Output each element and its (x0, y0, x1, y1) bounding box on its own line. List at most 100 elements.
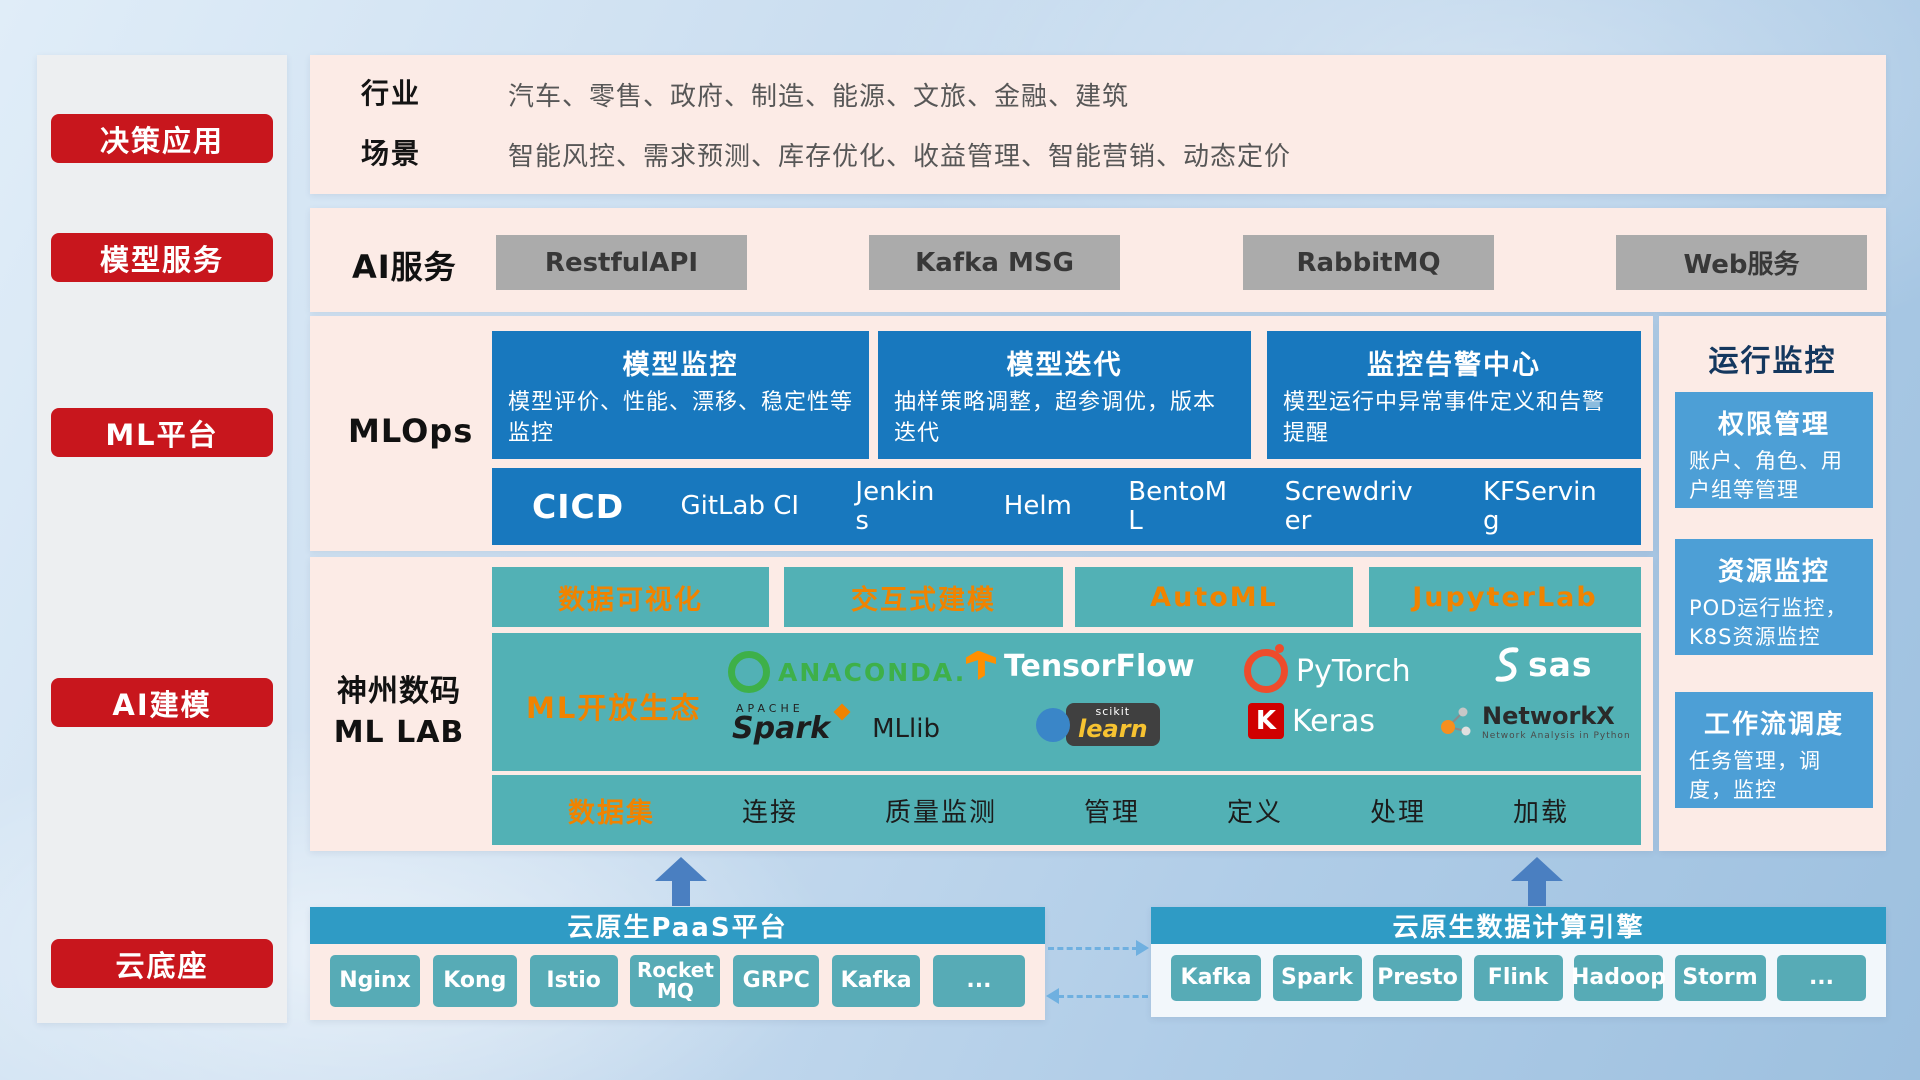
spark-button[interactable]: Spark (1272, 955, 1362, 1001)
keras-k-icon: K (1248, 703, 1284, 739)
data-visualization-button[interactable]: 数据可视化 (492, 567, 769, 627)
presto-button[interactable]: Presto (1373, 955, 1462, 1001)
grpc-button[interactable]: GRPC (733, 955, 820, 1007)
up-arrow-right-icon (1511, 857, 1563, 906)
dashed-arrow-right-head-icon (1136, 940, 1149, 956)
permission-card: 权限管理 账户、角色、用户组等管理 (1675, 392, 1873, 508)
networkx-tagline: Network Analysis in Python (1482, 730, 1631, 741)
restfulapi-button[interactable]: RestfulAPI (496, 235, 747, 290)
spark-label: Spark (732, 711, 831, 746)
paas-bar: 云原生PaaS平台 (310, 907, 1045, 944)
card-title: 模型迭代 (1006, 350, 1123, 381)
networkx-wordmark: NetworkX Network Analysis in Python (1482, 702, 1631, 741)
card-title: 工作流调度 (1703, 710, 1844, 740)
paas-more-button[interactable]: ... (932, 955, 1025, 1007)
sidebar-item-ai-modeling[interactable]: AI建模 (51, 678, 273, 727)
sas-wordmark: sas (1528, 645, 1593, 684)
scikit-dot-icon (1036, 707, 1070, 742)
tensorflow-icon (966, 650, 996, 680)
model-monitor-card: 模型监控 模型评价、性能、漂移、稳定性等监控 (492, 331, 869, 459)
card-desc: 模型运行中异常事件定义和告警提醒 (1283, 390, 1606, 446)
learn-label: learn (1078, 715, 1148, 743)
card-desc: POD运行监控，K8S资源监控 (1689, 596, 1848, 650)
ml-ecosystem-box: ML开放生态 ANACONDA. TensorFlow PyTorch sas … (492, 633, 1641, 771)
storm-button[interactable]: Storm (1674, 955, 1766, 1001)
card-title: 监控告警中心 (1367, 350, 1541, 381)
up-arrow-left-icon (655, 857, 707, 906)
alert-center-card: 监控告警中心 模型运行中异常事件定义和告警提醒 (1267, 331, 1641, 459)
cicd-item-bentoml: BentoML (1128, 476, 1228, 536)
kafka-engine-button[interactable]: Kafka (1171, 955, 1261, 1001)
paas-chip-row: Nginx Kong Istio RocketMQ GRPC Kafka ... (310, 955, 1045, 1007)
hadoop-button[interactable]: Hadoop (1571, 955, 1666, 1001)
mlops-label: MLOps (348, 412, 474, 450)
run-monitor-title: 运行监控 (1708, 344, 1837, 379)
dataset-label: 数据集 (568, 797, 655, 829)
anaconda-logo: ANACONDA. (728, 651, 966, 693)
scikit-label: scikit (1095, 705, 1131, 718)
industry-text: 汽车、零售、政府、制造、能源、文旅、金融、建筑 (508, 82, 1130, 112)
cicd-item-kfserving: KFServing (1482, 476, 1597, 536)
data-item-manage: 管理 (1083, 797, 1140, 828)
mllib-label: MLlib (872, 714, 940, 744)
automl-button[interactable]: AutoML (1075, 567, 1353, 627)
ai-service-label: AI服务 (352, 248, 457, 286)
data-item-load: 加载 (1512, 797, 1569, 828)
workflow-scheduler-card: 工作流调度 任务管理，调度，监控 (1675, 692, 1873, 808)
resource-monitor-card: 资源监控 POD运行监控，K8S资源监控 (1675, 539, 1873, 655)
cicd-bar: CICD GitLab CI Jenkins Helm BentoML Scre… (492, 468, 1641, 545)
card-desc: 模型评价、性能、漂移、稳定性等监控 (508, 390, 854, 446)
industry-scene-panel (310, 55, 1886, 194)
mllab-label-line1: 神州数码 (337, 674, 461, 709)
card-desc: 抽样策略调整，超参调优，版本迭代 (894, 390, 1217, 446)
networkx-icon (1441, 707, 1471, 736)
web-service-button[interactable]: Web服务 (1616, 235, 1867, 290)
spark-wordmark: APACHE Spark (732, 703, 830, 744)
sidebar-item-ml-platform[interactable]: ML平台 (51, 408, 273, 457)
networkx-logo: NetworkX Network Analysis in Python (1436, 702, 1631, 741)
sas-logo: sas (1494, 645, 1593, 684)
interactive-modeling-button[interactable]: 交互式建模 (784, 567, 1063, 627)
cicd-label: CICD (532, 487, 625, 526)
nginx-button[interactable]: Nginx (330, 955, 420, 1007)
model-iteration-card: 模型迭代 抽样策略调整，超参调优，版本迭代 (878, 331, 1251, 459)
istio-button[interactable]: Istio (529, 955, 618, 1007)
flink-button[interactable]: Flink (1473, 955, 1563, 1001)
card-title: 资源监控 (1717, 557, 1830, 587)
scikit-badge: scikit learn (1066, 703, 1160, 746)
spark-mllib-logo: APACHE Spark MLlib (732, 703, 940, 744)
engine-more-button[interactable]: ... (1777, 955, 1866, 1001)
anaconda-wordmark: ANACONDA. (778, 657, 967, 687)
networkx-label: NetworkX (1482, 702, 1615, 731)
card-title: 模型监控 (622, 350, 739, 381)
dataset-bar: 数据集 连接 质量监测 管理 定义 处理 加载 (492, 775, 1641, 845)
keras-wordmark: Keras (1292, 703, 1375, 739)
scene-label: 场景 (361, 137, 422, 170)
cicd-item-helm: Helm (1003, 491, 1072, 522)
mllab-label: 神州数码 ML LAB (314, 672, 484, 753)
sidebar-item-model-service[interactable]: 模型服务 (51, 233, 273, 282)
kafka-msg-button[interactable]: Kafka MSG (869, 235, 1120, 290)
cicd-item-screwdriver: Screwdriver (1284, 476, 1413, 536)
data-item-define: 定义 (1226, 797, 1283, 828)
kong-button[interactable]: Kong (432, 955, 517, 1007)
data-engine-bar: 云原生数据计算引擎 (1151, 907, 1886, 944)
jupyterlab-button[interactable]: JupyterLab (1369, 567, 1641, 627)
sidebar-item-decision-apps[interactable]: 决策应用 (51, 114, 273, 163)
data-item-connect: 连接 (741, 797, 798, 828)
ecosystem-label: ML开放生态 (526, 691, 702, 725)
spark-star-icon (833, 703, 851, 720)
cicd-item-gitlab-ci: GitLab CI (680, 491, 800, 522)
kafka-paas-button[interactable]: Kafka (832, 955, 921, 1007)
cicd-item-jenkins: Jenkins (855, 476, 935, 536)
dashed-arrow-left-head-icon (1046, 988, 1059, 1004)
card-title: 权限管理 (1717, 410, 1830, 440)
apache-label: APACHE (736, 702, 804, 715)
rabbitmq-button[interactable]: RabbitMQ (1243, 235, 1494, 290)
card-desc: 账户、角色、用户组等管理 (1689, 449, 1843, 503)
rocketmq-button[interactable]: RocketMQ (630, 955, 721, 1007)
pytorch-logo: PyTorch (1244, 644, 1411, 693)
sidebar-item-cloud-base[interactable]: 云底座 (51, 939, 273, 988)
mllab-label-line2: ML LAB (333, 714, 465, 750)
